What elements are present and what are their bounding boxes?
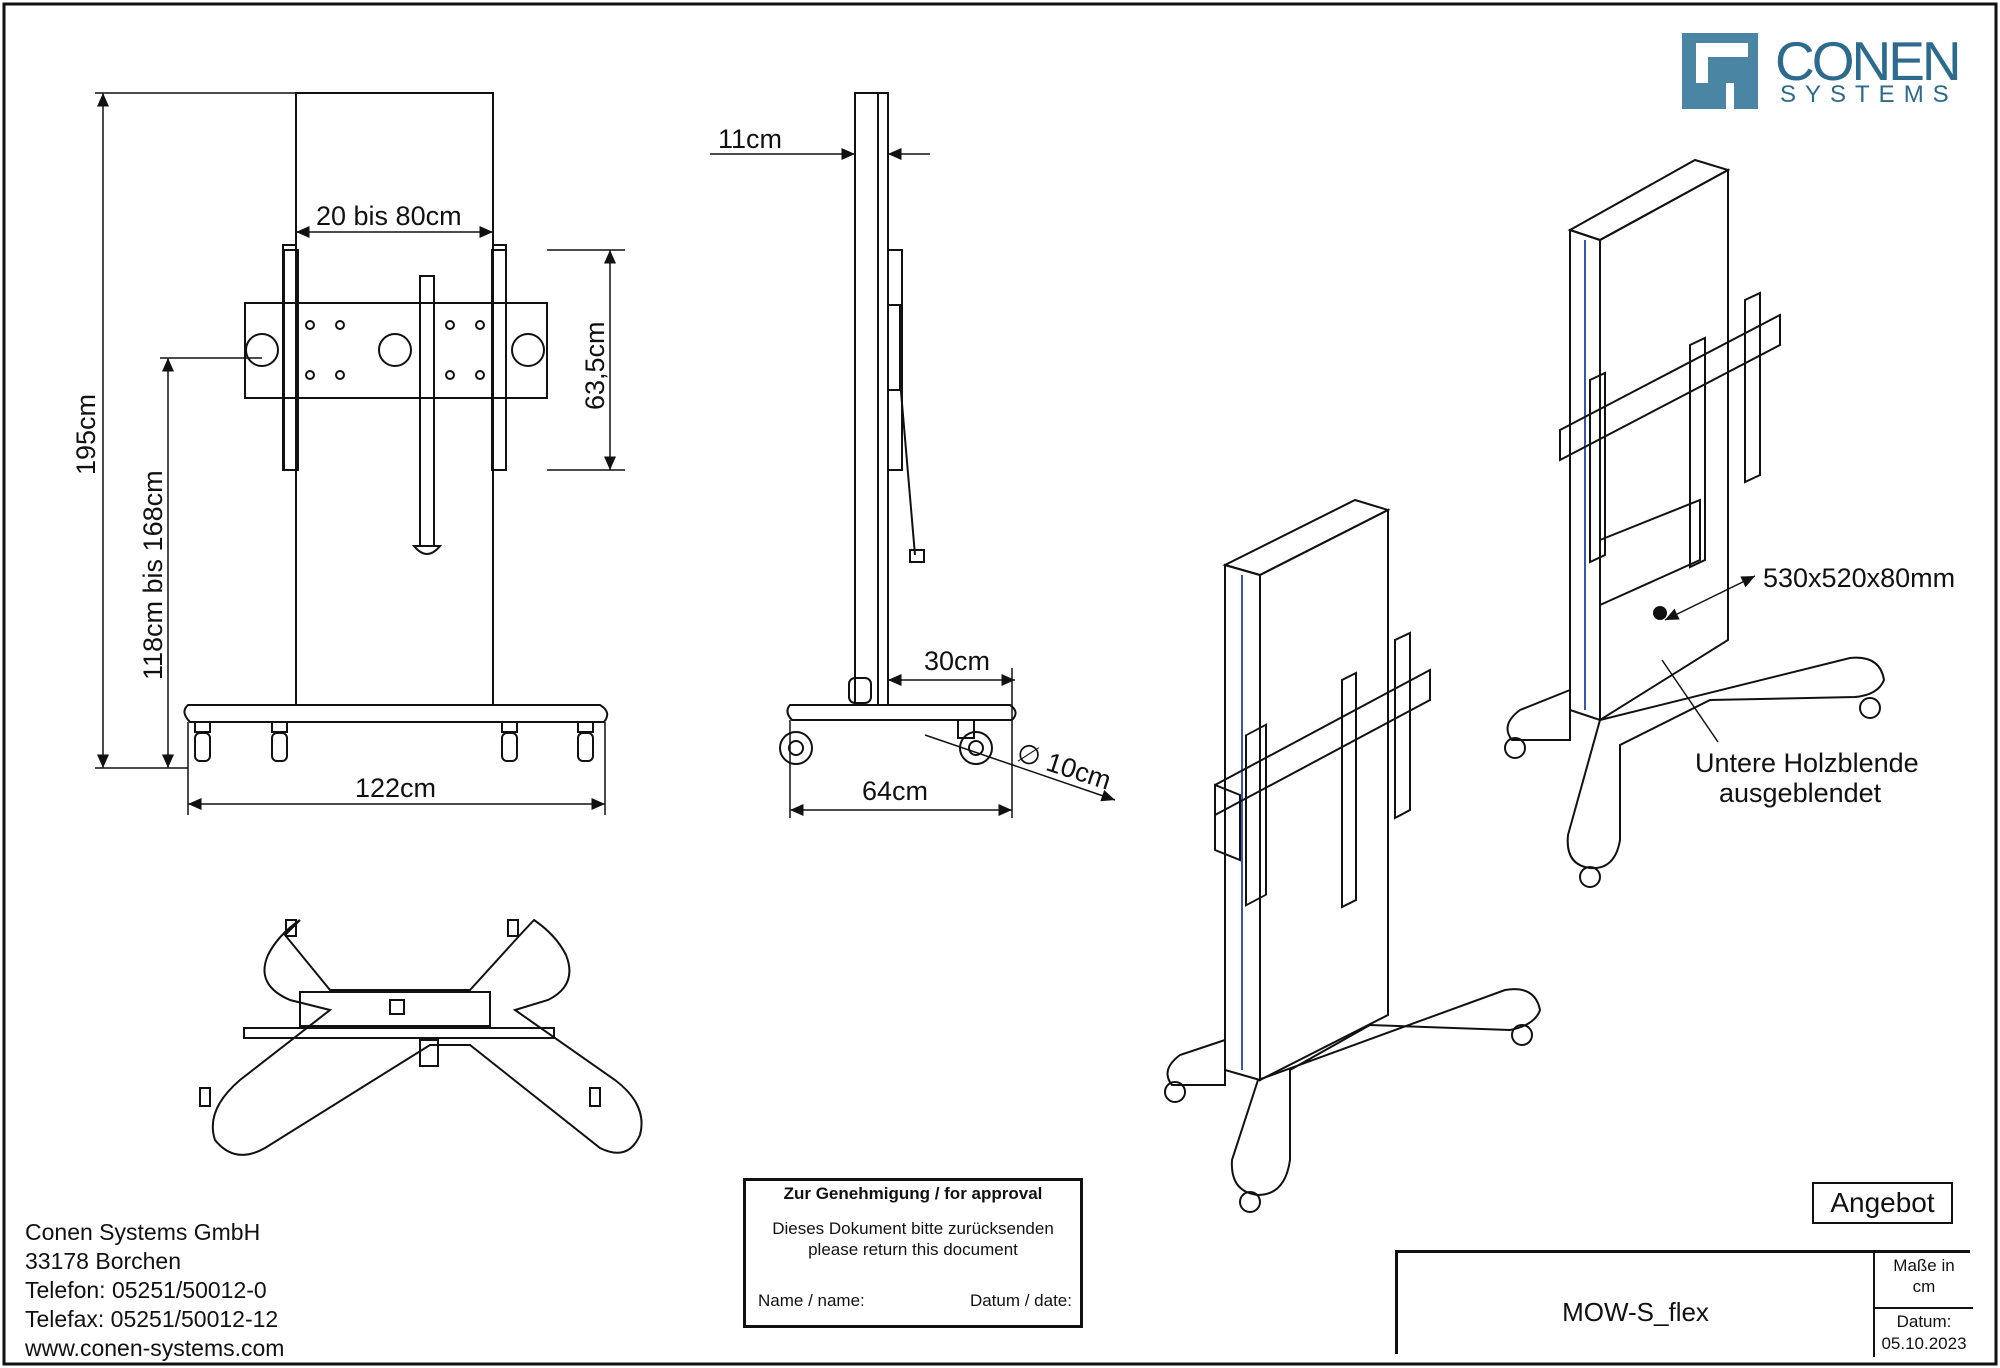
company-name: Conen Systems GmbH bbox=[25, 1219, 261, 1245]
approval-name-label: Name / name: bbox=[758, 1291, 865, 1310]
approval-box: Zur Genehmigung / for approval Dieses Do… bbox=[743, 1178, 1083, 1328]
dim-plate-height: 63,5cm bbox=[580, 321, 610, 410]
dim-castor: ∅ 10cm bbox=[1013, 737, 1115, 796]
top-view bbox=[199, 918, 643, 1156]
approval-line2: please return this document bbox=[808, 1240, 1018, 1259]
iso-size-label: 530x520x80mm bbox=[1763, 563, 1955, 593]
iso-note-line1: Untere Holzblende bbox=[1695, 748, 1919, 778]
conen-logo: CONEN SYSTEMS bbox=[1682, 30, 1964, 109]
units-cell: Maße in cm bbox=[1875, 1253, 1973, 1309]
company-city: 33178 Borchen bbox=[25, 1248, 182, 1274]
logo-wordmark: CONEN bbox=[1775, 30, 1962, 92]
company-address: Conen Systems GmbH 33178 Borchen Telefon… bbox=[25, 1218, 284, 1363]
iso-callouts bbox=[1661, 575, 1756, 743]
logo-subline: SYSTEMS bbox=[1780, 81, 1958, 108]
date-value: 05.10.2023 bbox=[1881, 1334, 1967, 1353]
dim-base-width: 122cm bbox=[355, 773, 436, 803]
dim-base-depth: 64cm bbox=[862, 776, 928, 806]
iso-note-line2: ausgeblendet bbox=[1719, 778, 1882, 808]
front-view bbox=[183, 92, 609, 762]
approval-date-label: Datum / date: bbox=[969, 1291, 1072, 1310]
company-web[interactable]: www.conen-systems.com bbox=[25, 1335, 285, 1361]
status-badge: Angebot bbox=[1812, 1182, 1953, 1224]
product-name: MOW-S_flex bbox=[1562, 1296, 1709, 1327]
dim-depth: 11cm bbox=[718, 124, 782, 154]
company-phone: Telefon: 05251/50012-0 bbox=[25, 1277, 267, 1303]
approval-line1: Dieses Dokument bitte zurücksenden bbox=[772, 1219, 1054, 1238]
title-block: MOW-S_flex Maße in cm Datum: 05.10.2023 bbox=[1395, 1250, 1973, 1357]
approval-title: Zur Genehmigung / for approval bbox=[783, 1184, 1043, 1203]
front-dimensions bbox=[95, 92, 625, 815]
side-dimensions bbox=[710, 148, 1116, 818]
iso-view-front bbox=[1164, 498, 1542, 1213]
units-line2: cm bbox=[1912, 1277, 1936, 1296]
company-fax: Telefax: 05251/50012-12 bbox=[25, 1306, 279, 1332]
dim-width-range: 20 bis 80cm bbox=[316, 201, 462, 231]
dim-center-height: 118cm bis 168cm bbox=[138, 470, 168, 680]
iso-view-back bbox=[1504, 158, 1886, 888]
logo-mark bbox=[1682, 33, 1758, 109]
units-line1: Maße in bbox=[1893, 1256, 1955, 1275]
dim-foot-offset: 30cm bbox=[924, 646, 990, 676]
date-label: Datum: bbox=[1896, 1312, 1952, 1331]
dim-total-height: 195cm bbox=[71, 394, 101, 475]
side-view bbox=[779, 92, 1017, 765]
date-cell: Datum: 05.10.2023 bbox=[1875, 1309, 1973, 1355]
